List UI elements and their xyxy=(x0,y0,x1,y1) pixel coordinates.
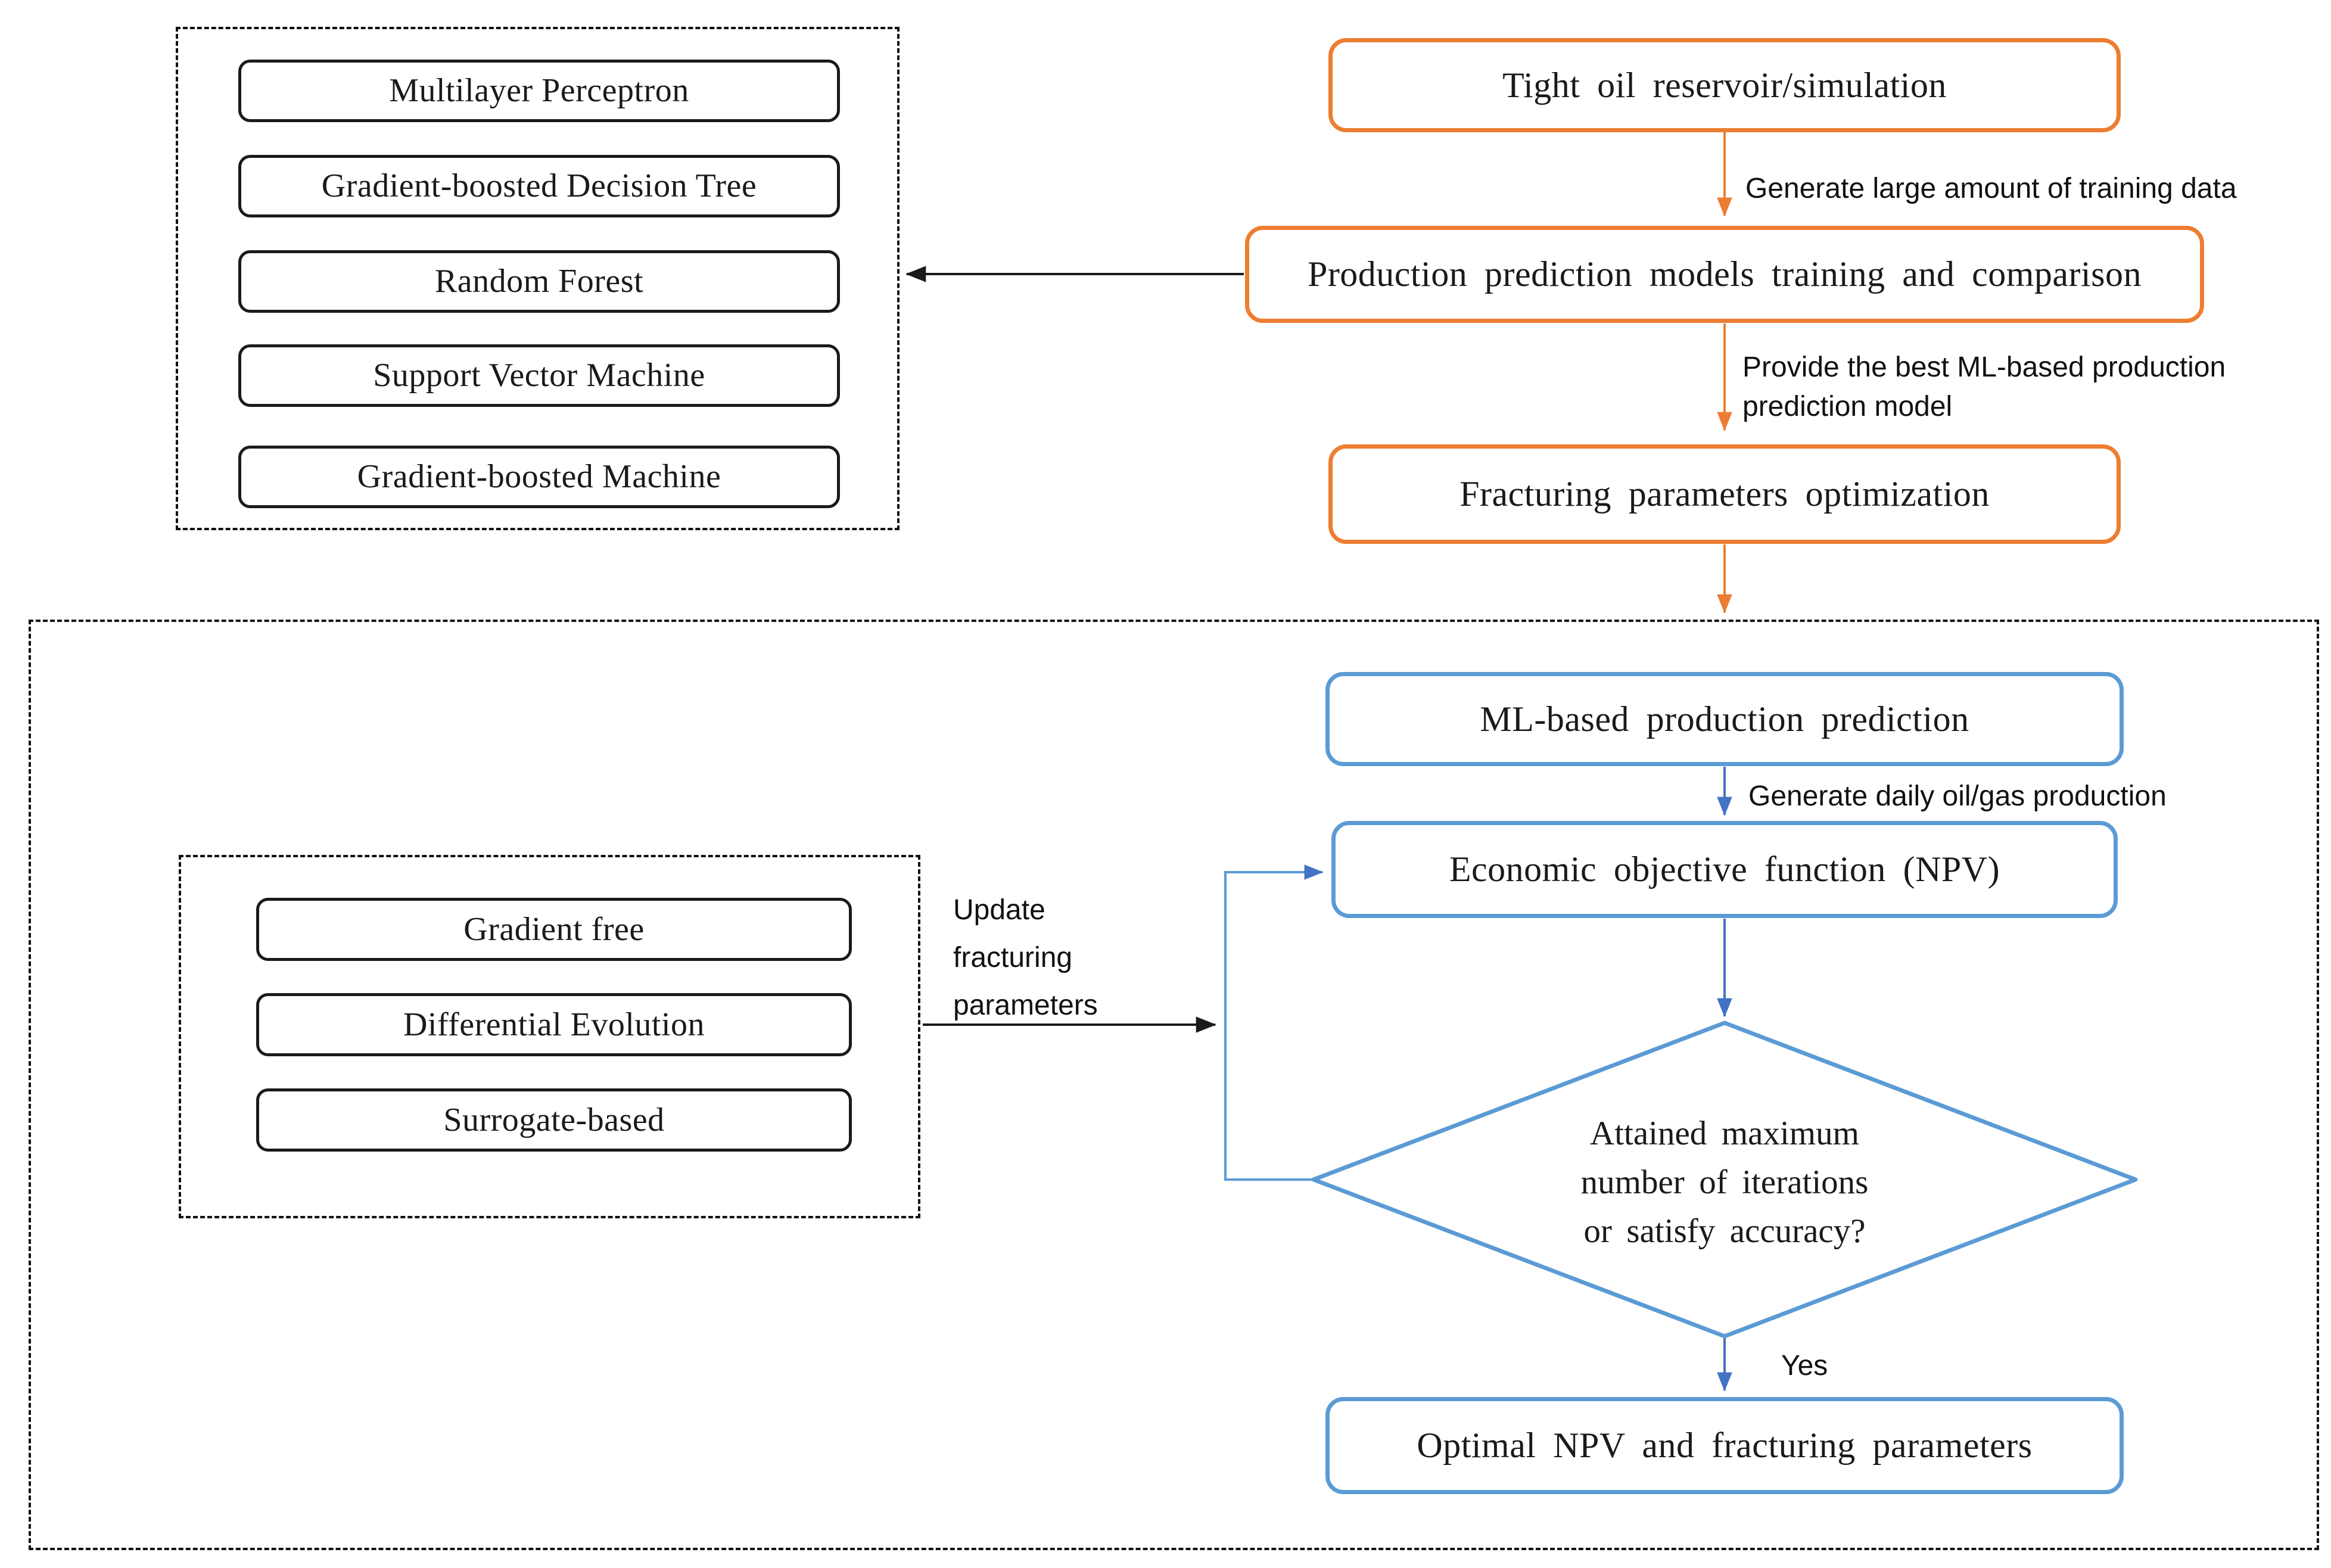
model-label: Random Forest xyxy=(434,263,644,300)
optimizer-box-gradient-free: Gradient free xyxy=(256,898,852,961)
tight-oil-reservoir-box: Tight oil reservoir/simulation xyxy=(1328,38,2121,132)
optimizer-label: Gradient free xyxy=(463,910,645,948)
optimizers-panel xyxy=(179,855,920,1218)
generate-training-data-label: Generate large amount of training data xyxy=(1745,173,2237,204)
decision-line: or satisfy accuracy? xyxy=(1583,1212,1866,1250)
decision-line: Attained maximum xyxy=(1590,1115,1859,1152)
label-line: Provide the best ML-based production xyxy=(1742,351,2226,383)
model-box-support-vector-machine: Support Vector Machine xyxy=(238,344,840,407)
decision-line: number of iterations xyxy=(1580,1163,1869,1201)
box-label: Fracturing parameters optimization xyxy=(1459,474,1990,514)
optimizer-box-differential-evolution: Differential Evolution xyxy=(256,993,852,1056)
optimizer-label: Surrogate-based xyxy=(443,1101,665,1138)
ml-based-production-prediction-box: ML-based production prediction xyxy=(1325,672,2124,766)
box-label: Production prediction models training an… xyxy=(1307,254,2142,294)
box-label: ML-based production prediction xyxy=(1480,699,1969,739)
label-line: parameters xyxy=(953,990,1098,1021)
generate-daily-production-label: Generate daily oil/gas production xyxy=(1748,780,2167,812)
yes-label: Yes xyxy=(1781,1350,1828,1382)
model-box-gradient-boosted-decision-tree: Gradient-boosted Decision Tree xyxy=(238,155,840,217)
fracturing-parameters-optimization-box: Fracturing parameters optimization xyxy=(1328,444,2121,544)
model-label: Support Vector Machine xyxy=(373,357,705,394)
economic-objective-npv-box: Economic objective function (NPV) xyxy=(1331,821,2118,918)
optimal-npv-box: Optimal NPV and fracturing parameters xyxy=(1325,1397,2124,1494)
model-label: Multilayer Perceptron xyxy=(389,72,689,110)
update-fracturing-parameters-label: Update fracturing parameters xyxy=(953,886,1098,1029)
decision-diamond xyxy=(1311,1021,2138,1339)
label-line: Update xyxy=(953,894,1045,926)
box-label: Optimal NPV and fracturing parameters xyxy=(1417,1426,2033,1465)
optimization-loop-section xyxy=(29,620,2319,1550)
box-label: Tight oil reservoir/simulation xyxy=(1502,65,1947,105)
decision-diamond-text: Attained maximum number of iterations or… xyxy=(1462,1109,1987,1256)
feedback-loop-arrow xyxy=(1224,864,1324,1181)
provide-best-model-label: Provide the best ML-based production pre… xyxy=(1742,348,2226,427)
model-label: Gradient-boosted Decision Tree xyxy=(321,167,757,205)
model-box-multilayer-perceptron: Multilayer Perceptron xyxy=(238,60,840,122)
label-line: fracturing xyxy=(953,942,1073,973)
model-label: Gradient-boosted Machine xyxy=(357,458,721,496)
optimizer-box-surrogate-based: Surrogate-based xyxy=(256,1088,852,1152)
ml-models-panel xyxy=(176,27,900,530)
box-label: Economic objective function (NPV) xyxy=(1449,850,2000,889)
label-line: prediction model xyxy=(1742,391,1953,422)
models-training-comparison-box: Production prediction models training an… xyxy=(1245,226,2204,323)
model-box-random-forest: Random Forest xyxy=(238,250,840,313)
model-box-gradient-boosted-machine: Gradient-boosted Machine xyxy=(238,446,840,508)
optimizer-label: Differential Evolution xyxy=(403,1006,705,1043)
